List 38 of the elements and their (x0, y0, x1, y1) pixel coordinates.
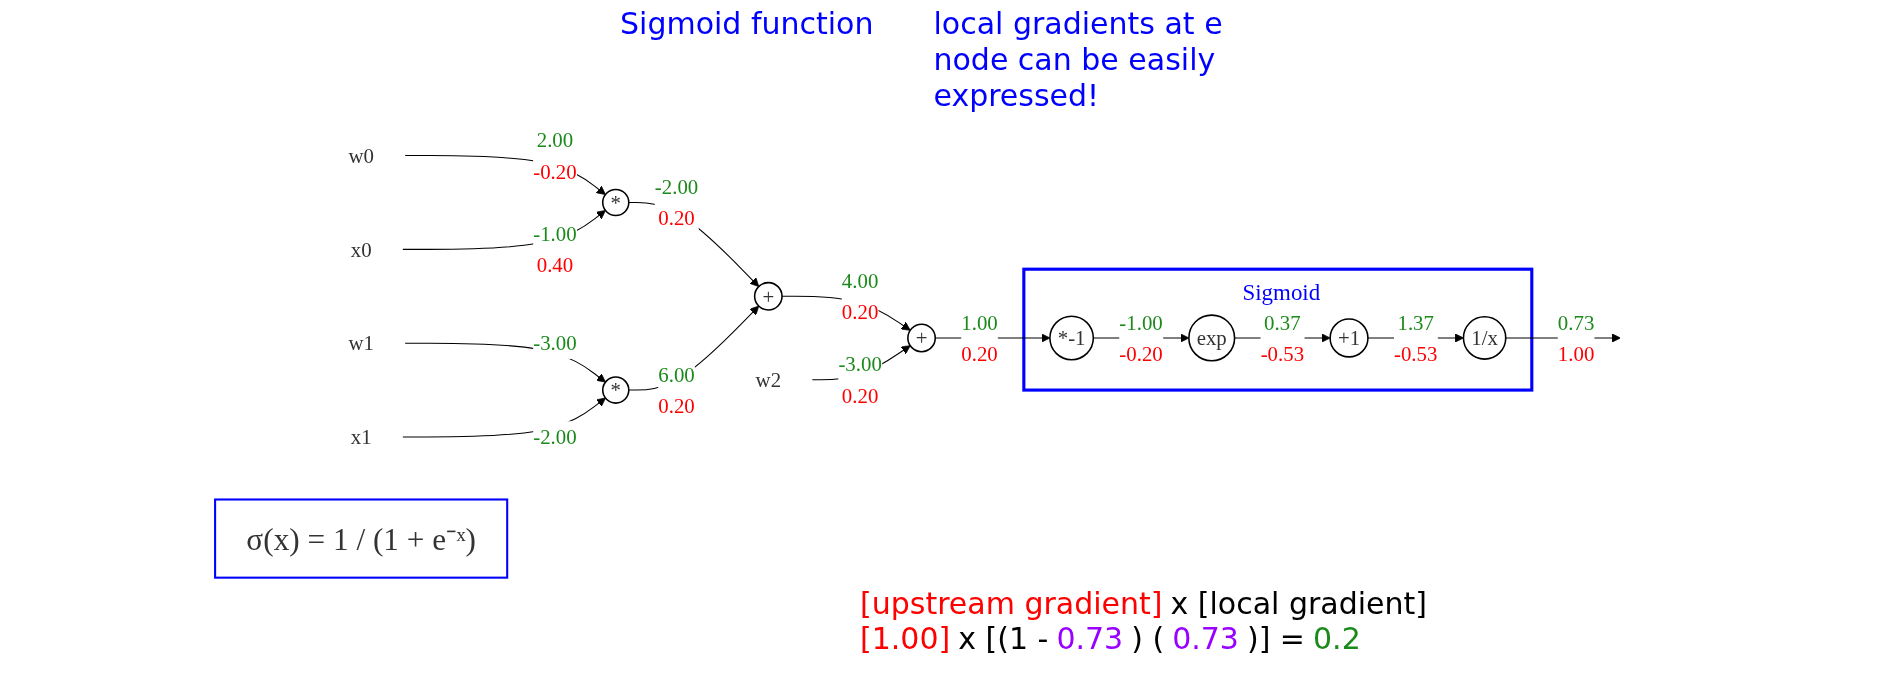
edge-label: -2.00 (533, 425, 577, 449)
edge-label: 0.73 1.00 (1557, 310, 1595, 366)
edge-label: -1.00 0.40 (533, 222, 577, 277)
edge-label: 6.00 0.20 (658, 362, 695, 418)
formula-text: x [(1 - (958, 621, 1049, 656)
edge-label: -1.00 -0.20 (1119, 310, 1163, 366)
formula-text: 0.73 (1172, 621, 1239, 656)
edge-label: 4.00 0.20 (841, 269, 879, 324)
edge-label: -3.00 0.20 (838, 352, 882, 407)
edge-label: 0.37 -0.53 (1260, 310, 1305, 366)
formula-text: 0.2 (1313, 621, 1361, 656)
note-text: Sigmoid function (620, 6, 874, 42)
formula-text: [1.00] (860, 621, 951, 656)
formula-text: )] = (1246, 621, 1305, 656)
node-circle: *-1 (1049, 315, 1095, 361)
node-circle: + (907, 323, 937, 353)
node-circle: 1/x (1462, 316, 1507, 360)
node-text: x1 (350, 425, 372, 449)
formula-text: [upstream gradient] (860, 586, 1163, 621)
node-circle: * (601, 376, 630, 404)
node-circle: + (753, 281, 783, 311)
node-text: x0 (350, 237, 372, 261)
edge-label: 1.37 -0.53 (1393, 310, 1438, 366)
formula-text: ) ( (1131, 621, 1165, 656)
edge-label: -3.00 (533, 331, 577, 355)
formula-text: x [local gradient] (1170, 586, 1428, 621)
node-circle: exp (1188, 314, 1236, 362)
node-circle: +1 (1329, 318, 1369, 358)
node-text: w1 (348, 331, 374, 355)
edge-label: 1.00 0.20 (961, 310, 998, 366)
edge-label: -2.00 0.20 (654, 175, 699, 230)
node-box: σ(x) = 1 / (1 + e⁻ˣ) (214, 498, 509, 579)
node-text: w2 (755, 368, 782, 392)
formula-text: 0.73 (1056, 621, 1124, 656)
node-text: w0 (348, 144, 374, 168)
node-circle: * (601, 188, 630, 217)
note-text: local gradients at e node can be easily expressed! (933, 6, 1224, 114)
edge-label: 2.00 -0.20 (533, 128, 577, 183)
